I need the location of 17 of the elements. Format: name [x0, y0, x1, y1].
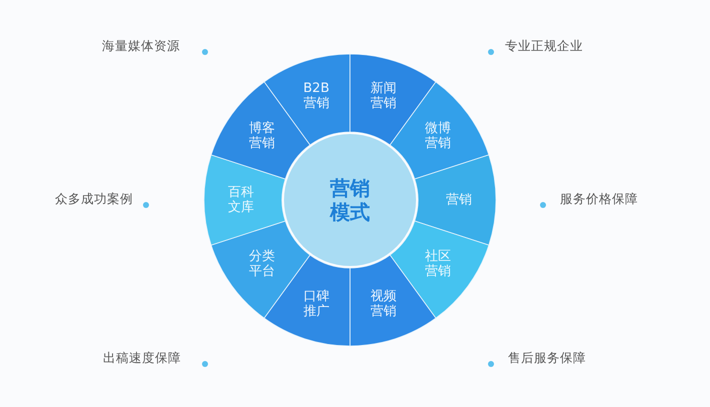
- feature-label: 众多成功案例: [55, 191, 133, 208]
- segment-label: 微博营销: [424, 120, 452, 151]
- feature-label: 专业正规企业: [505, 38, 583, 55]
- center-title: 营销模式: [329, 176, 371, 224]
- segment-label: 营销: [445, 192, 473, 208]
- segment-label: 口碑推广: [302, 288, 330, 319]
- feature-label: 海量媒体资源: [102, 38, 180, 55]
- feature-label: 售后服务保障: [508, 350, 586, 367]
- segment-label: 社区营销: [424, 249, 452, 280]
- feature-label: 出稿速度保障: [103, 350, 181, 367]
- segment-label: B2B营销: [302, 81, 330, 112]
- segment-label: 分类平台: [248, 249, 276, 280]
- segment-label: 新闻营销: [370, 81, 398, 112]
- feature-label: 服务价格保障: [560, 191, 638, 208]
- segment-label: 博客营销: [248, 120, 276, 151]
- segment-label: 视频营销: [370, 288, 398, 319]
- segment-label: 百科文库: [227, 185, 255, 215]
